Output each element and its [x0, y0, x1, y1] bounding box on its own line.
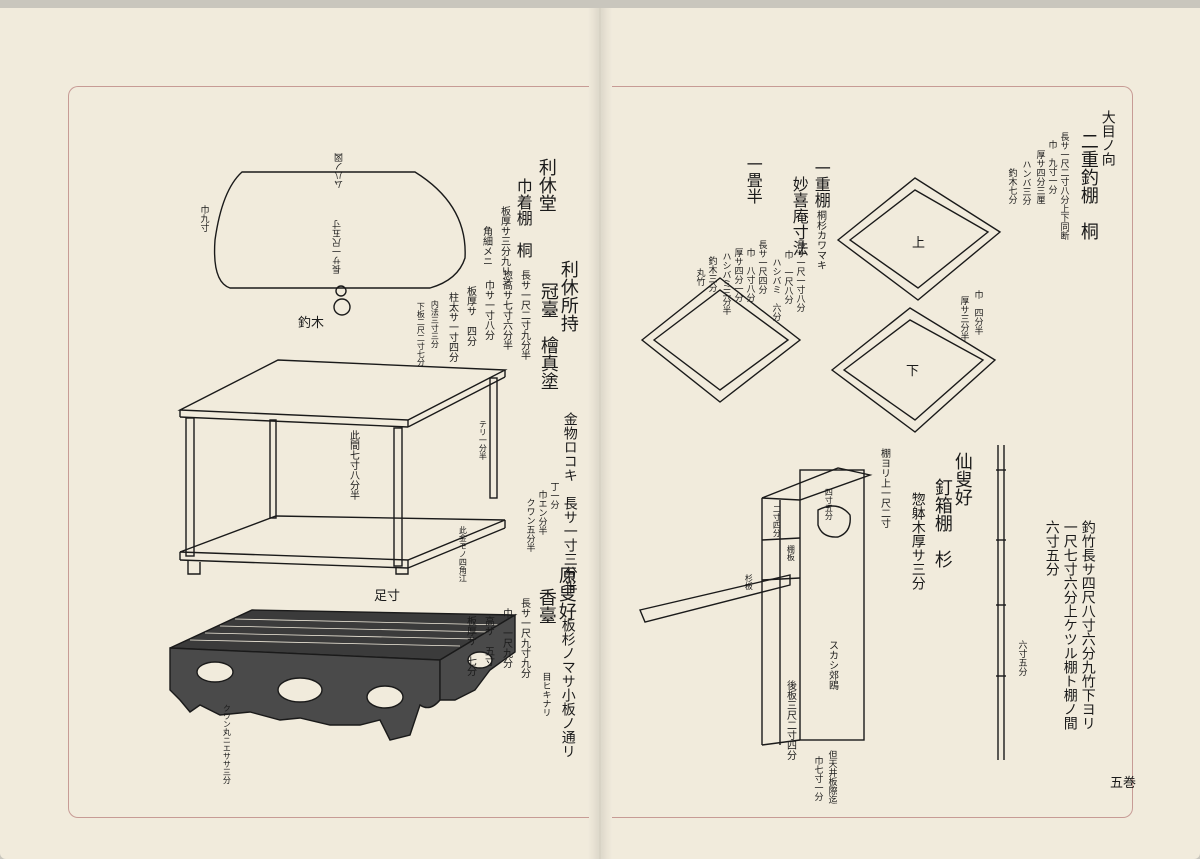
sensou-gonomi-dim-1: 惣躰木厚サ三分 — [909, 492, 926, 590]
gensou-gonomi-dim-1: 長サ一尺九寸九分 — [518, 598, 530, 678]
hook-ring-top — [335, 285, 347, 297]
table-leg-label: 足寸 — [374, 589, 401, 604]
rikyu-do-title: 利休堂 — [535, 158, 557, 212]
table-top — [177, 359, 508, 421]
rikyu-shoji-dim-4: 板厚サ 四分 — [464, 286, 476, 346]
lower-board-label: 下 — [906, 364, 920, 379]
myoki-an-label: 妙喜庵寸法 — [789, 176, 809, 256]
tsuri-take-text-2: 一尺七寸六分上ケツル棚ト棚ノ間 — [1061, 520, 1078, 730]
box-side-label: スカシ郊鴎 — [826, 640, 838, 690]
ichiju-dana-dim-1: 長サ一尺一寸八分 — [794, 240, 805, 312]
table-leg-front-right — [393, 427, 403, 567]
gensou-gonomi-note: 板杉ノマサ小板ノ通リ — [559, 618, 576, 758]
box-inner-label-1: 二寸四分 — [772, 505, 782, 537]
rikyu-shoji-dim-5: 柱太サ一寸四分 — [446, 292, 458, 362]
lower-board-dim-2: 厚サ三分半 — [958, 296, 969, 341]
ichiju-dana-dim-2: 巾 一尺八分 — [782, 250, 793, 304]
fan-board-drawing — [213, 171, 466, 289]
rikyu-shoji-subtitle: 冠臺 檜真塗 — [537, 282, 559, 390]
corner-label: 五巻 — [1110, 776, 1137, 791]
kanamono-dim-2: 巾エン分半 — [536, 490, 547, 535]
kanamono-title: 金物ロコキ 長サ一寸三分半 — [561, 412, 578, 594]
niju-tsuri-dim-4: ハンバ三分 — [1020, 160, 1031, 205]
tsuri-take-text-3: 六寸五分 — [1043, 520, 1060, 576]
lower-board — [830, 307, 997, 433]
table-base — [179, 515, 506, 561]
sensou-gonomi-dim-2: 棚ヨリ上一尺二寸 — [878, 448, 890, 528]
gensou-gonomi-dim-4: 板厚サ 七分 — [464, 616, 476, 676]
box-top — [761, 467, 873, 501]
niju-tsuri-dim-2: 巾 九寸一分 — [1046, 140, 1057, 194]
right-page — [600, 8, 1200, 859]
box-inner-label-2: 四寸五分 — [824, 488, 834, 520]
upper-board — [836, 177, 1002, 301]
niju-tsuri-title: 大目ノ向 — [1099, 110, 1116, 166]
sensou-gonomi-title: 仙叟好 — [951, 452, 973, 506]
ichiju-dana-dim-3: ハシバミ 六分 — [770, 258, 781, 321]
fan-board-width-label: 巾九寸 — [198, 205, 209, 232]
left-page-frame — [68, 86, 589, 818]
ichiju-dana-dim-8: 釣木三分 — [706, 256, 717, 292]
kanamono-dim-3: クワン五分半 — [524, 498, 535, 552]
table-inner-label: 此間七寸八分半 — [347, 430, 359, 500]
ichiju-board — [640, 277, 802, 403]
rikyu-shoji-dim-6: 内法三寸三分 — [430, 300, 440, 348]
book-gutter — [588, 8, 612, 859]
ichiju-dana-dim-6: 厚サ四分一分 — [732, 248, 743, 302]
table-leg-back-right — [489, 377, 498, 499]
rikyu-shoji-dim-3: 巾サ一寸八分 — [482, 280, 494, 340]
table-side-label: テリ一分半 — [478, 420, 488, 460]
hook-ring-bottom — [333, 298, 351, 316]
rikyu-shoji-dim-7: 下板二尺二寸七分 — [416, 302, 426, 366]
stand-base-label: クワン丸ニエササ三分 — [222, 704, 232, 784]
ichiju-dana-dim-9: 丸竹 — [694, 268, 705, 286]
fan-board-center-label: 長サ一尺五寸 — [333, 220, 343, 274]
sensou-gonomi-subtitle: 釘箱棚 杉 — [931, 478, 953, 568]
niju-tsuri-subtitle: 二重釣棚 桐 — [1077, 132, 1099, 240]
rikyu-do-dim-2: 角細メニ — [480, 226, 492, 266]
table-corner-label: 此金モノ四角江 — [458, 526, 468, 582]
tsuri-take-bottom-label: 六寸五分 — [1016, 640, 1027, 676]
box-ceiling-label: 但天井板際迄 — [826, 750, 837, 804]
table-leg-back-left — [269, 419, 277, 519]
box-back-label: 後板三尺二寸四分 — [784, 680, 796, 760]
ichiju-dana-dim-4: 長サ一尺四分 — [756, 240, 767, 294]
gensou-gonomi-dim-2: 巾 一尺九分 — [500, 608, 512, 668]
niju-tsuri-dim-3: 厚サ四分三厘 — [1034, 150, 1045, 204]
rikyu-shoji-title: 利休所持 — [557, 260, 579, 332]
box-back-board — [799, 469, 865, 741]
niju-tsuri-dim-1: 長サ一尺二寸八分上下同断 — [1058, 132, 1069, 240]
gensou-gonomi-dim-3: 高サ 五寸 — [482, 616, 494, 666]
table-leg-front-left — [185, 417, 195, 557]
rikyu-do-dim-1: 板厚サ三分九リン — [498, 206, 510, 286]
box-hanging-board — [639, 574, 791, 623]
ichiju-dana-dim-7: ハシバミ三分半 — [720, 252, 731, 315]
rikyu-do-subtitle: 巾着棚 桐 — [513, 178, 533, 258]
upper-board-label: 上 — [912, 236, 926, 251]
gensou-gonomi-title: 原叟好 — [555, 566, 577, 620]
fan-board-hook-label: 釣木 — [298, 316, 325, 331]
ichiju-dana-title: 一重棚 — [811, 160, 831, 208]
box-ceiling-label-2: 巾七寸一分 — [812, 756, 823, 801]
rikyu-shoji-dim-2: 惣高サ七寸六分半 — [500, 270, 512, 350]
right-page-frame — [612, 86, 1133, 818]
rikyu-shoji-dim-1: 長サ一尺二寸九分半 — [518, 270, 530, 360]
lower-board-dim-1: 巾 四分半 — [972, 290, 983, 335]
kanamono-dim-1: 丁一分 — [548, 482, 559, 509]
gensou-gonomi-subtitle: 香臺 — [535, 588, 557, 624]
fan-board-top-label: ム八ノ図 — [335, 153, 345, 189]
tsuri-take-text-1: 釣竹長サ四尺八寸六分九竹下ヨリ — [1079, 520, 1096, 730]
ichiju-dana-subtitle: 桐杉カワマキ — [814, 210, 826, 270]
ichiju-dana-dim-5: 巾 八寸八分 — [744, 248, 755, 302]
box-board-label: 杉板 — [744, 574, 754, 590]
box-shelf-label: 棚板 — [786, 545, 796, 561]
gensou-gonomi-grain: 目ヒキナリ — [540, 672, 551, 717]
ichijo-han-label: 一畳半 — [743, 156, 763, 204]
niju-tsuri-dim-5: 釣木七分 — [1006, 168, 1017, 204]
